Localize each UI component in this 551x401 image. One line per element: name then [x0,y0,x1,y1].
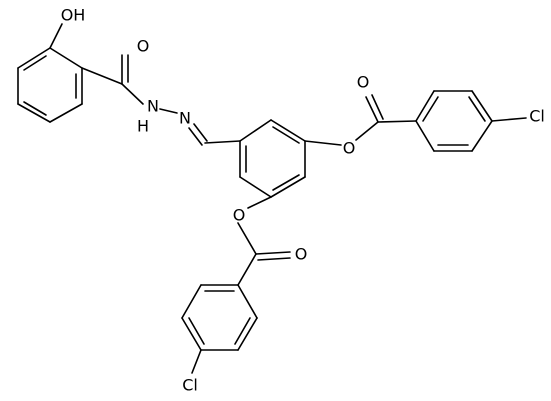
bond-inner [468,96,486,122]
hydrazide-hydrogen-label: H [137,117,149,136]
bond-ch-ring [204,140,241,144]
ring-hydroxyphenyl [17,47,83,123]
bond [181,284,202,319]
bond [239,119,272,142]
bond-c-nh [121,83,144,105]
ester-upper-carbonyl-oxygen-label: O [357,73,370,92]
bond-c-oh [49,23,63,49]
bond-o-c [237,222,257,255]
bond-inner [188,317,205,345]
bond-o-c [355,121,379,141]
bond [49,103,83,123]
ring-chlorophenyl-upper [415,90,493,152]
bond [270,119,306,142]
bond-ring-o [304,140,342,146]
bond [237,317,258,351]
bond-co-double-1 [255,251,291,255]
chlorine-right-label: Cl [529,107,545,126]
bond [17,47,51,69]
bond [17,103,51,123]
imine-nitrogen-label: N [179,109,191,128]
bond-c-cl [491,117,527,122]
ester-lower-carbonyl-oxygen-label: O [295,245,308,264]
hydroxyl-label: OH [61,6,86,25]
bond-c-ring [377,120,417,123]
ester-upper-ether-oxygen-label: O [343,139,356,158]
bond [415,120,435,152]
bond-inner [234,317,251,345]
bond-inner [422,96,439,122]
bond-co-double-2 [257,257,291,261]
bond-n-ch-double-1 [193,123,208,142]
bond [471,120,493,152]
bond [239,176,272,198]
hydrazide-nitrogen-label: N [147,97,159,116]
bond-ring-o [247,196,272,209]
chlorine-bottom-label: Cl [182,376,198,395]
amide-oxygen-label: O [137,37,150,56]
bond [471,90,493,122]
bond-inner [272,126,300,144]
bond [49,47,83,69]
bond-c-cl [191,349,202,374]
bond-c-ring [237,253,257,286]
bond [270,176,306,198]
ring-central-benzene [239,119,306,198]
bond-inner [23,101,47,116]
ring-chlorophenyl-lower [181,284,258,351]
bond-n-n [159,108,178,114]
bond-ring-carbonyl [81,67,123,85]
ester-lower-ether-oxygen-label: O [233,206,246,225]
bond-inner [23,55,47,71]
bond-inner [272,174,300,191]
bond-co-double-2 [371,94,384,120]
bond-co-double-1 [365,96,379,123]
bond [237,284,258,319]
bond [415,90,435,122]
bond-n-ch-double-2 [188,127,203,146]
bond [181,317,202,351]
